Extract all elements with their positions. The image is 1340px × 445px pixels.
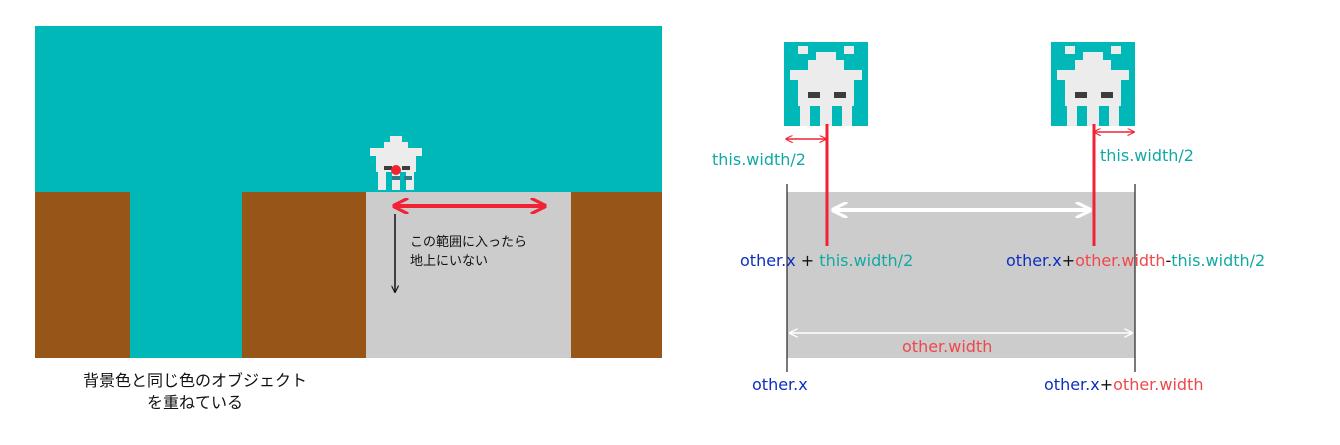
end-label-x: other.x bbox=[1044, 375, 1100, 394]
origin-label: other.x bbox=[752, 375, 808, 394]
min-x-label-plus: + bbox=[795, 251, 820, 270]
ground-block-1 bbox=[35, 192, 130, 358]
max-x-label-x: other.x bbox=[1006, 251, 1062, 270]
end-label: other.x+other.width bbox=[1044, 375, 1203, 395]
annotation-line-2: 地上にいない bbox=[410, 254, 489, 269]
max-x-label-plus: + bbox=[1061, 251, 1076, 270]
sprite-left-position bbox=[784, 42, 868, 126]
half-width-label-right: this.width/2 bbox=[1100, 146, 1194, 165]
width-label: other.width bbox=[902, 337, 993, 356]
sprite-right-position bbox=[1051, 42, 1135, 126]
ground-block-3 bbox=[571, 192, 662, 358]
caption: 背景色と同じ色のオブジェクト を重ねている bbox=[40, 370, 350, 414]
min-x-label: other.x + this.width/2 bbox=[740, 251, 913, 271]
annotation-line-1: この範囲に入ったら bbox=[410, 235, 528, 250]
half-width-label-left: this.width/2 bbox=[712, 150, 806, 169]
max-x-label-minus: - bbox=[1165, 251, 1172, 270]
caption-line-2: を重ねている bbox=[146, 393, 243, 412]
max-x-label: other.x+other.width-this.width/2 bbox=[1006, 251, 1265, 271]
end-label-width: other.width bbox=[1113, 375, 1204, 394]
ground-block-2 bbox=[242, 192, 366, 358]
sprite-center-dot bbox=[391, 165, 401, 175]
end-label-plus: + bbox=[1099, 375, 1114, 394]
max-x-label-width: other.width bbox=[1075, 251, 1166, 270]
min-x-label-half: this.width/2 bbox=[819, 251, 914, 270]
player-sprite bbox=[370, 136, 422, 190]
min-x-label-x: other.x bbox=[740, 251, 796, 270]
caption-line-1: 背景色と同じ色のオブジェクト bbox=[82, 371, 307, 390]
max-x-label-half: this.width/2 bbox=[1171, 251, 1266, 270]
background-colored-object bbox=[366, 192, 571, 358]
